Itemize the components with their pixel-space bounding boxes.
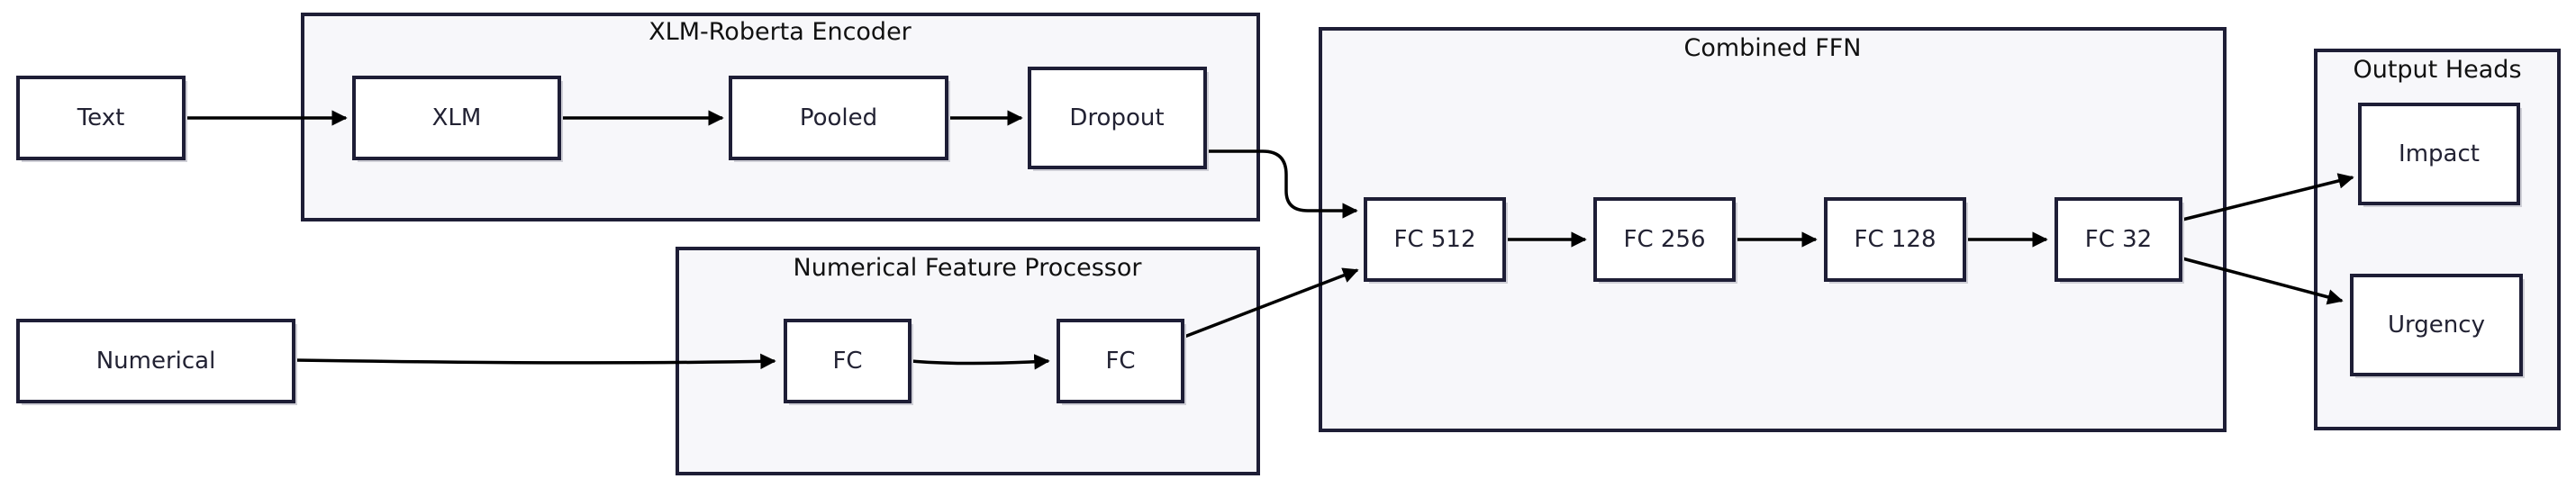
node-fc-256: FC 256 [1593, 197, 1737, 284]
node-label-fc-512: FC 512 [1394, 226, 1476, 253]
node-pooled: Pooled [729, 76, 950, 162]
node-fc-second: FC [1057, 319, 1186, 405]
node-label-fc-first: FC [832, 348, 862, 375]
node-label-fc-128: FC 128 [1855, 226, 1937, 253]
node-fc-32: FC 32 [2054, 197, 2184, 284]
edges [186, 110, 2354, 370]
node-label-dropout: Dropout [1069, 104, 1164, 131]
node-label-fc-256: FC 256 [1624, 226, 1706, 253]
node-label-text: Text [77, 104, 125, 131]
cluster-title-ffn: Combined FFN [1683, 34, 1861, 62]
node-label-impact: Impact [2399, 140, 2480, 167]
edge-dropout-fc512 [1207, 149, 1358, 219]
node-impact: Impact [2358, 103, 2522, 207]
node-fc-128: FC 128 [1824, 197, 1968, 284]
edge-fc-fc [911, 354, 1050, 370]
node-text: Text [16, 76, 187, 162]
edge-fc-fc512 [1184, 267, 1359, 339]
cluster-title-heads: Output Heads [2353, 56, 2521, 84]
node-label-numerical: Numerical [96, 348, 216, 375]
node-fc-512: FC 512 [1364, 197, 1508, 284]
node-label-urgency: Urgency [2388, 312, 2485, 339]
cluster-title-encoder: XLM-Roberta Encoder [649, 18, 912, 46]
edge-fc32-urgency [2181, 257, 2344, 305]
node-urgency: Urgency [2350, 274, 2525, 378]
node-numerical: Numerical [16, 319, 297, 405]
node-label-fc-second: FC [1105, 348, 1135, 375]
node-label-xlm: XLM [432, 104, 482, 131]
cluster-title-numerical: Numerical Feature Processor [794, 254, 1143, 282]
edge-fc32-impact [2181, 173, 2354, 221]
node-label-fc-32: FC 32 [2085, 226, 2152, 253]
edge-numerical-fc [295, 353, 776, 370]
node-xlm: XLM [352, 76, 563, 162]
node-fc-first: FC [784, 319, 913, 405]
node-dropout: Dropout [1028, 67, 1209, 171]
node-label-pooled: Pooled [800, 104, 877, 131]
